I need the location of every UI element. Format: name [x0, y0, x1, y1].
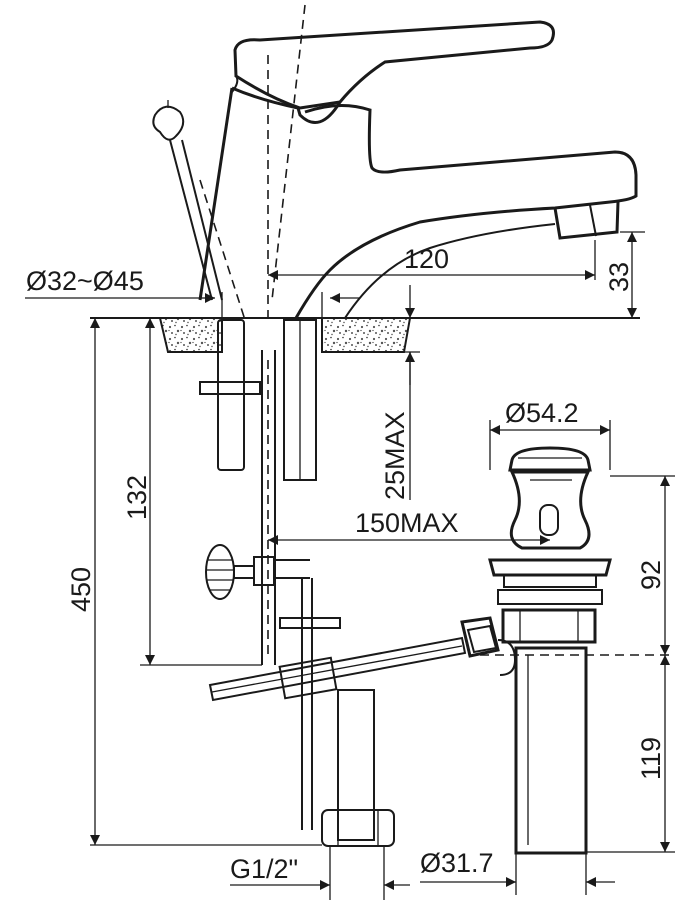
dimension-lines: [25, 231, 675, 900]
spout: [294, 103, 638, 319]
dim-total-height: 450: [66, 567, 96, 612]
dim-base-diameter: Ø32~Ø45: [26, 266, 144, 296]
clevis: [253, 556, 275, 586]
dim-pop-up-diameter: Ø54.2: [505, 398, 579, 428]
dimension-labels: Ø32~Ø45 120 33 25MAX 150MAX 132 450 Ø54.…: [26, 244, 666, 884]
granite-right: [321, 317, 412, 353]
pop-up-waste: [460, 446, 612, 855]
inlet-tail: [337, 689, 375, 841]
pivot-housing: [460, 616, 500, 658]
waste-flange: [488, 558, 612, 577]
rod-nut: [278, 656, 338, 700]
waste-tailpiece: [514, 646, 588, 855]
dim-waste-diameter: Ø31.7: [420, 848, 494, 878]
waste-cage: [509, 470, 591, 550]
body-column: [198, 87, 234, 301]
pop-up-rod-upper: [169, 139, 213, 301]
handle-lever: [233, 20, 555, 110]
granite-left: [158, 317, 223, 353]
plug-head: [508, 446, 592, 472]
dim-waste-length: 119: [636, 737, 666, 780]
dim-spout-reach: 120: [404, 244, 449, 274]
faucet-body: [152, 4, 638, 321]
waste-nut: [501, 608, 597, 644]
dim-inlet-thread: G1/2": [230, 854, 298, 884]
dim-rod-length: 150MAX: [355, 508, 459, 538]
dim-pop-up-height: 92: [636, 560, 666, 590]
aerator: [553, 201, 620, 240]
dim-deck-thickness: 25MAX: [380, 411, 410, 500]
under-deck-parts: [199, 319, 467, 847]
pivot-rod: [208, 636, 467, 702]
dim-rod-height: 132: [122, 475, 152, 520]
thumb-screw: [205, 544, 235, 600]
deck: [90, 317, 640, 353]
dim-spout-height: 33: [604, 262, 634, 292]
rod-knob: [152, 105, 185, 141]
